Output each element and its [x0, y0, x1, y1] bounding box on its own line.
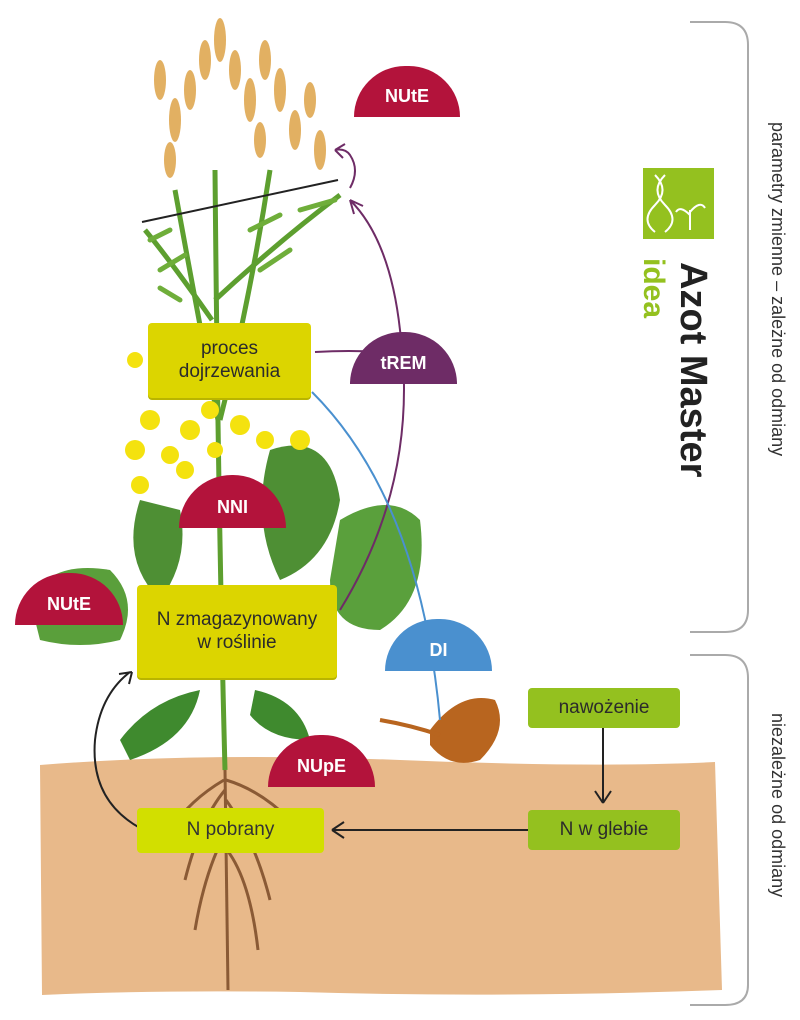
top-arrow-head	[334, 143, 346, 159]
uptake-arrow-head	[118, 671, 133, 685]
brand-logo-icon	[643, 168, 714, 239]
fallen-leaf-icon	[379, 698, 500, 763]
brand-title: Azot Master	[672, 262, 714, 478]
top-arrow	[334, 148, 356, 189]
dna-icon	[646, 174, 706, 233]
bracket-variable	[690, 21, 749, 633]
fertilization-arrow-head	[594, 790, 612, 804]
golden-pods	[154, 18, 326, 178]
soil-to-uptake-head	[331, 821, 345, 839]
maturation-box: proces dojrzewania	[148, 323, 311, 398]
n-stored-box: N zmagazynowany w roślinie	[137, 585, 337, 678]
independent-label: niezależne od odmiany	[768, 713, 788, 898]
soil	[40, 756, 722, 995]
leaves	[30, 445, 422, 760]
variable-params-label: parametry zmienne – zależne od odmiany	[768, 122, 788, 457]
n-soil-box: N w glebie	[528, 810, 680, 850]
uptake-arrow	[93, 671, 141, 829]
fertilization-box: nawożenie	[528, 688, 680, 728]
brand-subtitle: idea	[637, 258, 670, 319]
harvest-line	[141, 179, 339, 223]
trem-arrow-head	[349, 199, 364, 215]
bracket-independent	[690, 654, 749, 1006]
green-pods	[147, 197, 338, 303]
n-uptake-box: N pobrany	[137, 808, 324, 853]
